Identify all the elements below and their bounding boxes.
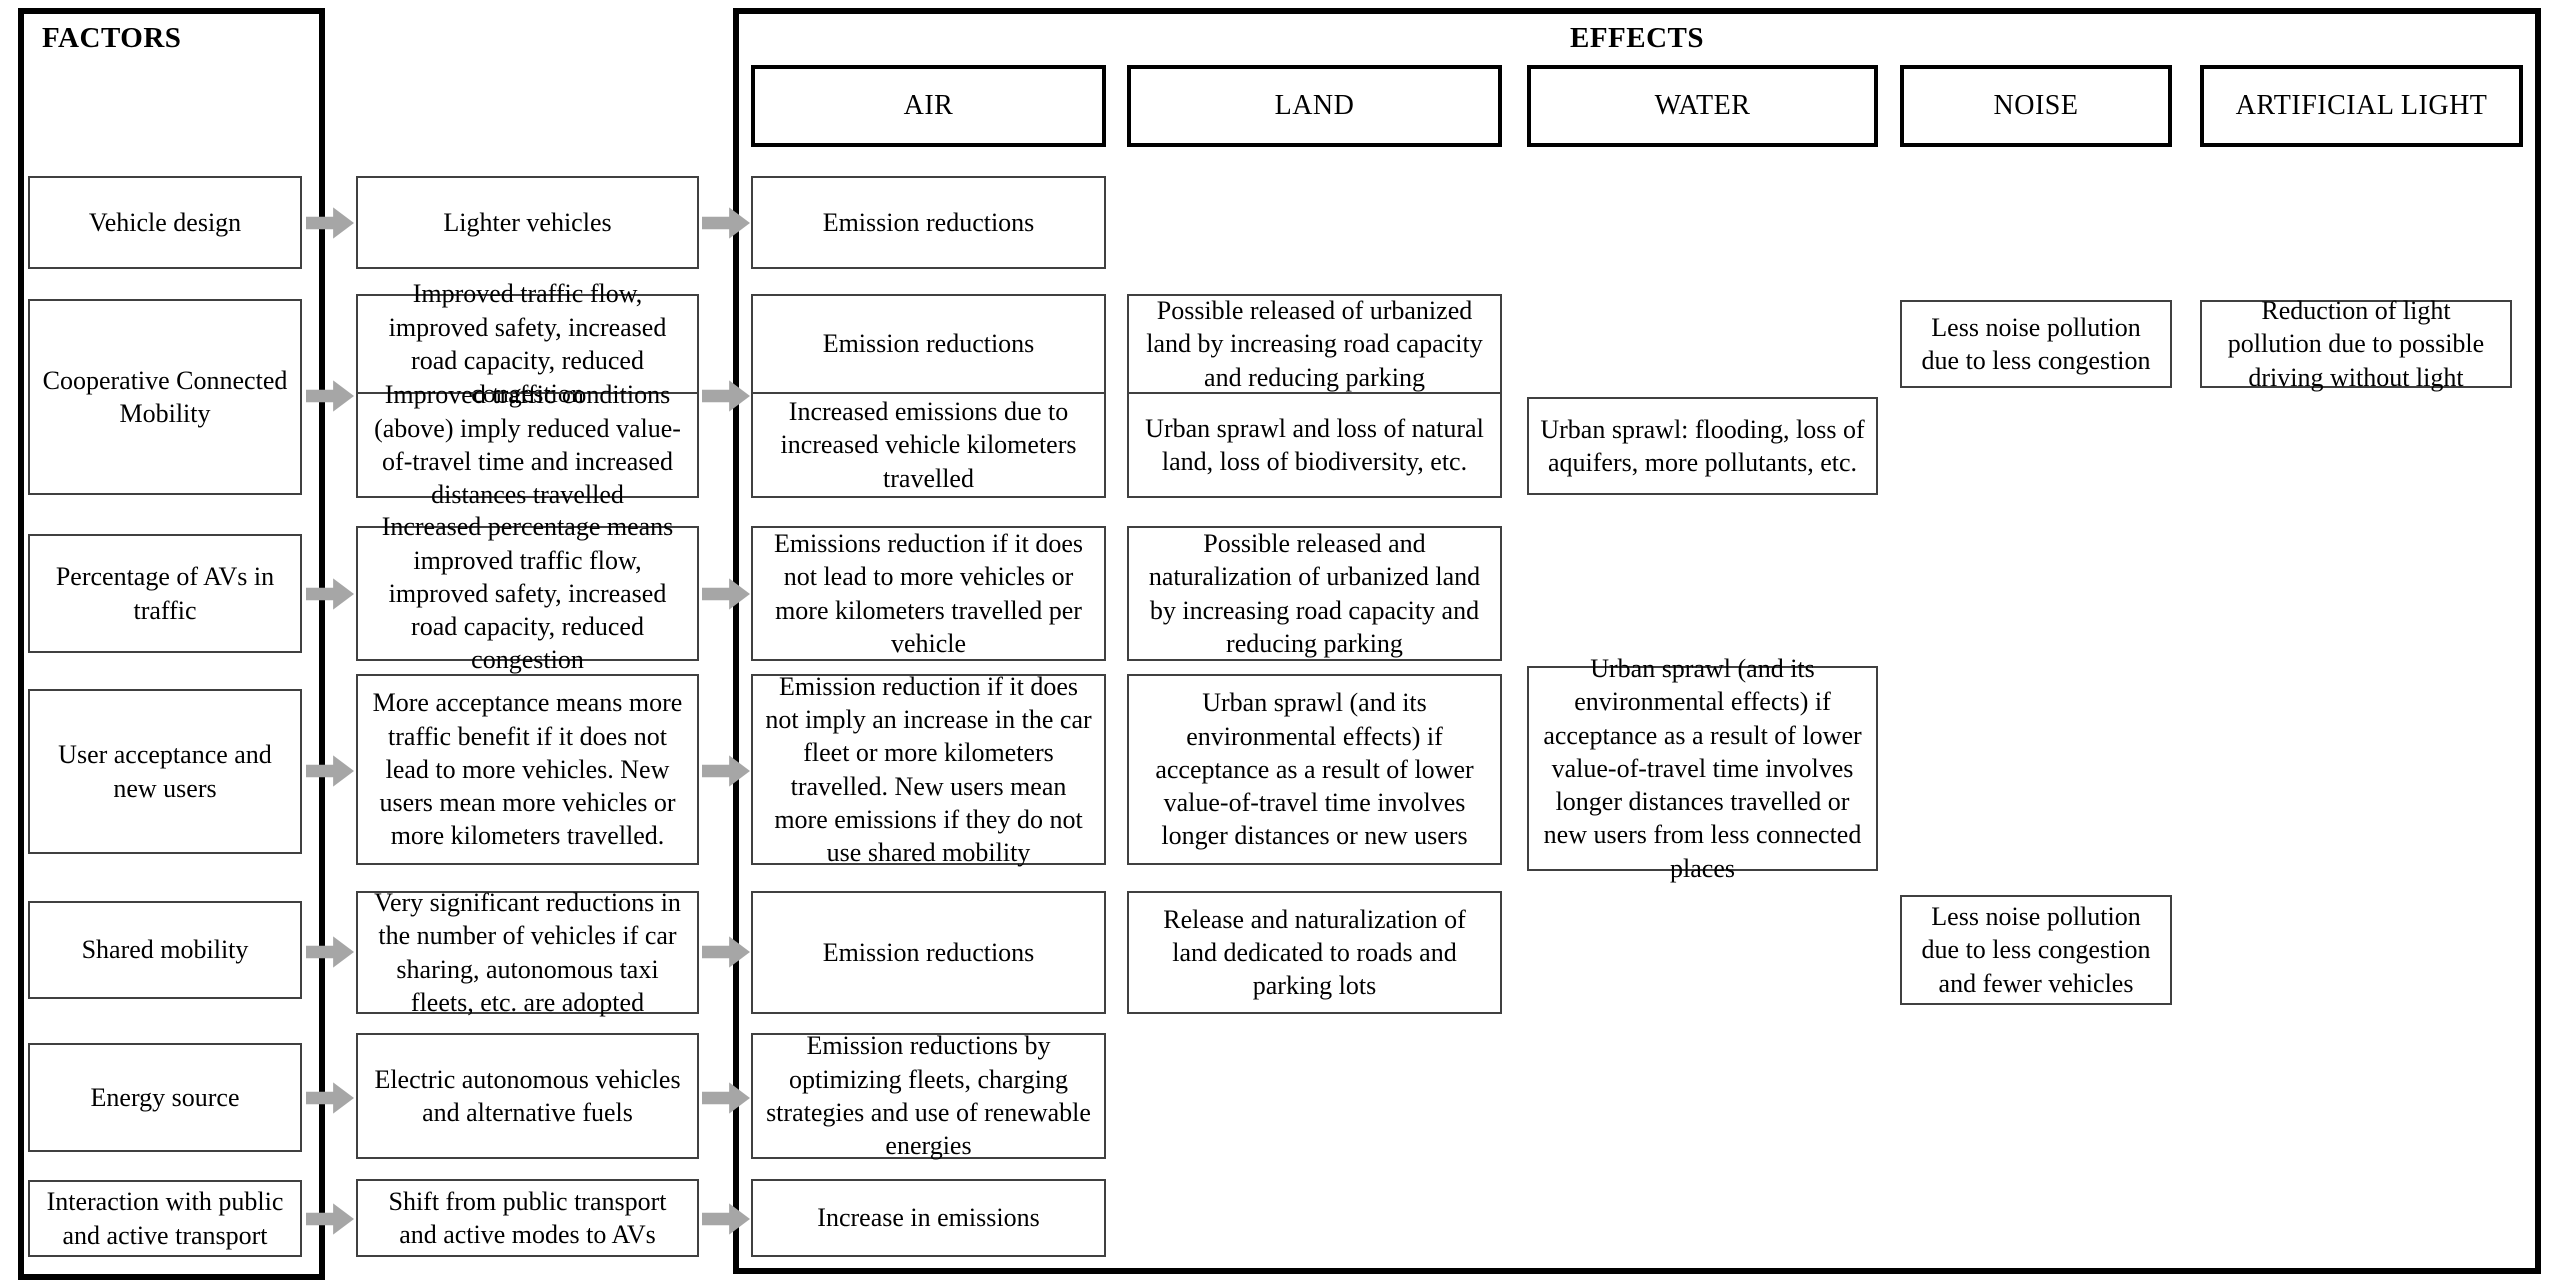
effect-water-ccm: Urban sprawl: flooding, loss of aquifers… [1527, 397, 1878, 495]
column-header-water: WATER [1527, 65, 1878, 147]
arrow-right-icon [702, 380, 750, 412]
effect-land-ccm: Possible released of urbanized land by i… [1127, 294, 1502, 498]
effects-container [733, 8, 2541, 1274]
arrow-right-icon [702, 936, 750, 968]
effect-air-vehicle-design: Emission reductions [751, 176, 1106, 269]
effect-land-user-acceptance: Urban sprawl (and its environmental effe… [1127, 674, 1502, 865]
arrow-right-icon [702, 1082, 750, 1114]
effect-artificial-light-ccm: Reduction of light pollution due to poss… [2200, 296, 2512, 392]
arrow-right-icon [702, 207, 750, 239]
factors-container [18, 8, 325, 1280]
effect-air-ccm-top: Emission reductions [822, 329, 1035, 359]
effect-land-ccm-top: Possible released of urbanized land by i… [1146, 296, 1483, 392]
effect-noise-ccm: Less noise pollution due to less congest… [1900, 300, 2172, 388]
arrow-right-icon [702, 755, 750, 787]
factor-cooperative-connected-mobility: Cooperative Connected Mobility [28, 299, 302, 495]
intermediate-user-acceptance: More acceptance means more traffic benef… [356, 674, 699, 865]
column-header-land: LAND [1127, 65, 1502, 147]
effect-land-percentage-of-avs: Possible released and naturalization of … [1127, 526, 1502, 661]
arrow-right-icon [702, 578, 750, 610]
arrow-right-icon [306, 1082, 354, 1114]
arrow-right-icon [306, 380, 354, 412]
column-header-artificial-light: ARTIFICIAL LIGHT [2200, 65, 2523, 147]
intermediate-shared-mobility: Very significant reductions in the numbe… [356, 888, 699, 1017]
effect-air-user-acceptance: Emission reduction if it does not imply … [751, 672, 1106, 867]
effect-air-ccm: Emission reductions Increased emissions … [751, 294, 1106, 498]
arrow-right-icon [702, 1203, 750, 1235]
effect-air-shared-mobility: Emission reductions [751, 891, 1106, 1014]
intermediate-vehicle-design: Lighter vehicles [356, 176, 699, 269]
column-header-air: AIR [751, 65, 1106, 147]
intermediate-ccm-bottom: Improved traffic conditions (above) impl… [358, 380, 697, 509]
arrow-right-icon [306, 1203, 354, 1235]
intermediate-interaction-public-transport: Shift from public transport and active m… [356, 1179, 699, 1257]
effect-air-energy-source: Emission reductions by optimizing fleets… [751, 1031, 1106, 1160]
effect-land-ccm-bottom: Urban sprawl and loss of natural land, l… [1129, 392, 1500, 496]
factor-interaction-public-transport: Interaction with public and active trans… [28, 1180, 302, 1257]
factor-vehicle-design: Vehicle design [28, 176, 302, 269]
effect-noise-shared-mobility: Less noise pollution due to less congest… [1900, 895, 2172, 1005]
arrow-right-icon [306, 578, 354, 610]
factors-title: FACTORS [42, 22, 182, 54]
factor-user-acceptance: User acceptance and new users [28, 689, 302, 854]
factor-energy-source: Energy source [28, 1043, 302, 1152]
factor-shared-mobility: Shared mobility [28, 901, 302, 999]
effect-air-ccm-bottom: Increased emissions due to increased veh… [753, 392, 1104, 496]
intermediate-cooperative-connected-mobility: Improved traffic flow, improved safety, … [356, 279, 699, 509]
effect-air-interaction-public-transport: Increase in emissions [751, 1179, 1106, 1257]
intermediate-percentage-of-avs: Increased percentage means improved traf… [356, 512, 699, 674]
intermediate-energy-source: Electric autonomous vehicles and alterna… [356, 1033, 699, 1159]
arrow-right-icon [306, 936, 354, 968]
column-header-noise: NOISE [1900, 65, 2172, 147]
effect-land-shared-mobility: Release and naturalization of land dedic… [1127, 891, 1502, 1014]
arrow-right-icon [306, 755, 354, 787]
effect-water-user-acceptance: Urban sprawl (and its environmental effe… [1527, 654, 1878, 883]
arrow-right-icon [306, 207, 354, 239]
effects-title: EFFECTS [1569, 22, 1705, 54]
factor-percentage-of-avs: Percentage of AVs in traffic [28, 534, 302, 653]
effect-air-percentage-of-avs: Emissions reduction if it does not lead … [751, 526, 1106, 661]
